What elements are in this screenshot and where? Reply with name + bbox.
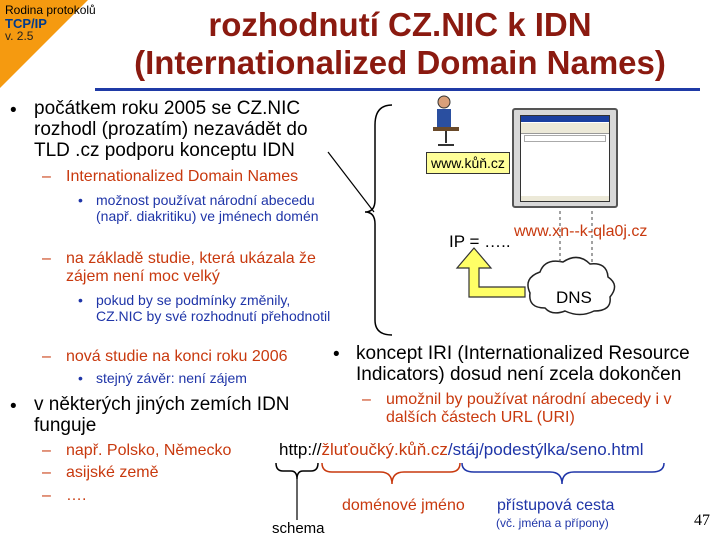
brace-shape <box>364 104 393 336</box>
typed-domain-box: www.kůň.cz <box>426 152 510 174</box>
domain-brace <box>321 462 461 485</box>
bullet-marker: • <box>10 100 17 121</box>
path-label: přístupová cesta <box>497 497 615 514</box>
dot-marker: • <box>78 370 83 386</box>
bullet-1-2: na základě studie, která ukázala že záje… <box>66 250 316 285</box>
schema-label: schema <box>272 520 325 537</box>
corner-line-2: TCP/IP <box>5 16 47 31</box>
bullet-2-3: …. <box>66 487 87 504</box>
dot-marker: • <box>78 292 83 308</box>
title-underline <box>95 88 700 91</box>
browser-monitor <box>512 108 618 208</box>
url-scheme: http:// <box>279 440 322 459</box>
dash-marker: – <box>42 168 51 185</box>
dns-cloud <box>527 256 616 316</box>
dot-marker: • <box>78 192 83 208</box>
yellow-arrow-icon <box>455 247 526 298</box>
corner-badge <box>0 0 88 88</box>
right-bullet-1: koncept IRI (Internationalized Resource … <box>356 343 690 385</box>
bullet-marker: • <box>10 396 17 417</box>
browser-toolbar <box>521 123 609 134</box>
bullet-1-1-1: možnost používat národní abecedu (např. … <box>96 192 319 224</box>
bullet-1-3: nová studie na konci roku 2006 <box>66 348 288 365</box>
browser-address-bar <box>524 135 606 142</box>
scheme-brace <box>275 462 319 480</box>
url-domain: žluťoučký.kůň.cz <box>321 440 448 459</box>
dash-marker: – <box>42 250 51 267</box>
bullet-1-3-1: stejný závěr: není zájem <box>96 370 247 386</box>
right-bullet-1-1: umožnil by používat národní abecedy i v … <box>386 391 672 426</box>
user-icon <box>433 95 459 146</box>
bullet-2-2: asijské země <box>66 464 159 481</box>
bullet-1: počátkem roku 2005 se CZ.NIC rozhodl (pr… <box>34 98 308 161</box>
dash-marker: – <box>42 348 51 365</box>
dash-marker: – <box>42 487 51 504</box>
bullet-2-1: např. Polsko, Německo <box>66 442 232 459</box>
pointer-line <box>327 151 375 213</box>
bullet-marker: • <box>333 344 340 365</box>
dash-marker: – <box>42 464 51 481</box>
url-path: /stáj/podestýlka/seno.html <box>447 440 644 459</box>
browser-window <box>520 115 610 202</box>
punycode-domain: www.xn--k-qla0j.cz <box>514 223 648 240</box>
browser-titlebar <box>521 116 609 122</box>
page-number: 47 <box>694 512 710 529</box>
bullet-2: v některých jiných zemích IDN funguje <box>34 394 290 436</box>
bullet-1-2-1: pokud by se podmínky změnily, CZ.NIC by … <box>96 292 331 324</box>
corner-label: Rodina protokolů TCP/IP v. 2.5 <box>5 4 96 43</box>
ip-result: IP = ….. <box>449 232 511 251</box>
dash-marker: – <box>362 391 371 408</box>
example-url: http://žluťoučký.kůň.cz/stáj/podestýlka/… <box>279 440 644 460</box>
domain-label: doménové jméno <box>342 497 465 514</box>
dns-label: DNS <box>556 288 592 307</box>
corner-line-3: v. 2.5 <box>5 29 34 43</box>
slide-title: rozhodnutí CZ.NIC k IDN (Internationaliz… <box>90 6 710 82</box>
browser-statusbar <box>521 196 609 201</box>
dash-marker: – <box>42 442 51 459</box>
title-line-2: (Internationalized Domain Names) <box>134 44 666 81</box>
bullet-1-1: Internationalized Domain Names <box>66 168 299 185</box>
path-brace <box>461 462 665 485</box>
corner-line-1: Rodina protokolů <box>5 3 96 17</box>
path-sublabel: (vč. jména a přípony) <box>496 516 609 530</box>
title-line-1: rozhodnutí CZ.NIC k IDN <box>208 6 592 43</box>
